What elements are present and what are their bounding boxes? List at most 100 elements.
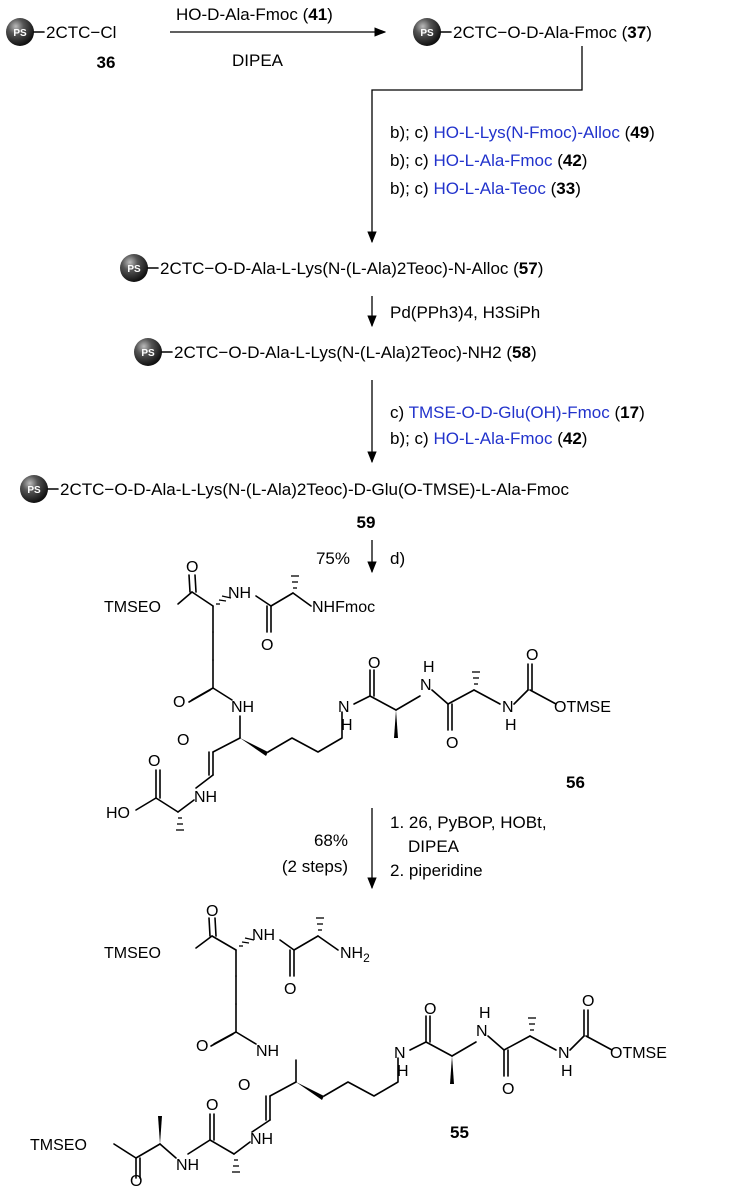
compound-58-label: 2CTC−O-D-Ala-L-Lys(N-(L-Ala)2Teoc)-NH2 [174, 343, 502, 362]
svg-text:H: H [397, 1063, 409, 1080]
resin-bead-icon [20, 475, 48, 503]
step5-label: d) [390, 549, 405, 568]
compound-37: PS 2CTC−O-D-Ala-Fmoc (37) [413, 18, 652, 46]
compound-57: PS 2CTC−O-D-Ala-L-Lys(N-(L-Ala)2Teoc)-N-… [120, 254, 543, 282]
step2-reagent-2: HO-L-Ala-Fmoc [433, 151, 553, 170]
svg-text:O: O [130, 1173, 142, 1189]
svg-text:NH: NH [176, 1157, 199, 1174]
svg-text:N: N [394, 1045, 406, 1062]
svg-text:N: N [558, 1045, 570, 1062]
svg-text:HO-D-Ala-Fmoc (41): HO-D-Ala-Fmoc (41) [176, 5, 333, 24]
svg-text:b); c) HO-L-Ala-Fmoc (42): b); c) HO-L-Ala-Fmoc (42) [390, 429, 587, 448]
compound-56-structure: O TMSEO NH O NHFmoc O NH [104, 559, 611, 831]
compound-57-label: 2CTC−O-D-Ala-L-Lys(N-(L-Ala)2Teoc)-N-All… [160, 259, 509, 278]
compound-55-number: 55 [450, 1123, 469, 1142]
svg-text:2CTC−O-D-Ala-Fmoc (37): 2CTC−O-D-Ala-Fmoc (37) [453, 23, 652, 42]
svg-text:O: O [368, 655, 380, 672]
svg-text:c) TMSE-O-D-Glu(OH)-Fmoc (17): c) TMSE-O-D-Glu(OH)-Fmoc (17) [390, 403, 645, 422]
compound-55-structure: O TMSEO NH O NH2 O NH [30, 903, 667, 1189]
svg-text:O: O [446, 735, 458, 752]
svg-text:O: O [284, 981, 296, 998]
step6-line3: 2. piperidine [390, 861, 483, 880]
svg-text:O: O [173, 694, 185, 711]
compound-36: PS 2CTC−Cl 36 [6, 18, 116, 72]
svg-text:H: H [505, 717, 517, 734]
compound-59: PS 2CTC−O-D-Ala-L-Lys(N-(L-Ala)2Teoc)-D-… [20, 475, 569, 532]
compound-37-number: 37 [627, 23, 646, 42]
step2-reagent-3: HO-L-Ala-Teoc [433, 179, 546, 198]
svg-text:PS: PS [420, 28, 434, 39]
svg-text:O: O [177, 732, 189, 749]
svg-text:O: O [148, 753, 160, 770]
svg-text:O: O [582, 993, 594, 1010]
svg-text:b); c) HO-L-Ala-Teoc (33): b); c) HO-L-Ala-Teoc (33) [390, 179, 581, 198]
svg-text:TMSEO: TMSEO [104, 945, 161, 962]
svg-text:NH: NH [256, 1043, 279, 1060]
resin-bead-icon [6, 18, 34, 46]
step2-reagent-1: HO-L-Lys(N-Fmoc)-Alloc [433, 123, 620, 142]
step4-reagent-1: TMSE-O-D-Glu(OH)-Fmoc [409, 403, 611, 422]
svg-text:O: O [238, 1077, 250, 1094]
svg-text:O: O [261, 637, 273, 654]
svg-text:NH: NH [231, 699, 254, 716]
svg-text:O: O [196, 1038, 208, 1055]
svg-text:2CTC−O-D-Ala-L-Lys(N-(L-Ala)2T: 2CTC−O-D-Ala-L-Lys(N-(L-Ala)2Teoc)-N-All… [160, 259, 543, 278]
svg-text:NH: NH [250, 1131, 273, 1148]
svg-text:NH: NH [194, 789, 217, 806]
compound-58-number: 58 [512, 343, 531, 362]
step1-reagent: HO-D-Ala-Fmoc [176, 5, 298, 24]
svg-text:N: N [502, 699, 514, 716]
compound-59-label: 2CTC−O-D-Ala-L-Lys(N-(L-Ala)2Teoc)-D-Glu… [60, 480, 569, 499]
resin-bead-icon [120, 254, 148, 282]
svg-text:O: O [502, 1081, 514, 1098]
svg-text:PS: PS [127, 264, 141, 275]
svg-text:O: O [206, 903, 218, 920]
compound-59-number: 59 [357, 513, 376, 532]
step6-note: (2 steps) [282, 857, 348, 876]
otmse-label: OTMSE [554, 699, 611, 716]
svg-text:PS: PS [27, 485, 41, 496]
svg-text:2CTC−O-D-Ala-L-Lys(N-(L-Ala)2T: 2CTC−O-D-Ala-L-Lys(N-(L-Ala)2Teoc)-NH2 (… [174, 343, 537, 362]
step1-reagent-number: 41 [308, 5, 327, 24]
step5-yield: 75% [316, 549, 350, 568]
compound-37-label: 2CTC−O-D-Ala-Fmoc [453, 23, 617, 42]
svg-text:N: N [420, 677, 432, 694]
svg-text:H: H [423, 659, 435, 676]
svg-text:b); c) HO-L-Lys(N-Fmoc)-Alloc: b); c) HO-L-Lys(N-Fmoc)-Alloc (49) [390, 123, 655, 142]
step6-line1: 1. 26, PyBOP, HOBt, [390, 813, 547, 832]
compound-36-number: 36 [97, 53, 116, 72]
svg-text:HO: HO [106, 805, 130, 822]
svg-text:O: O [186, 559, 198, 576]
svg-text:O: O [424, 1001, 436, 1018]
svg-text:N: N [476, 1023, 488, 1040]
tmseo-label: TMSEO [104, 599, 161, 616]
hash-bond [216, 595, 232, 605]
step2-conditions: b); c) HO-L-Lys(N-Fmoc)-Alloc (49) b); c… [390, 123, 655, 198]
svg-text:H: H [479, 1005, 491, 1022]
step6-yield: 68% [314, 831, 348, 850]
nhfmoc-label: NHFmoc [312, 599, 375, 616]
svg-text:TMSEO: TMSEO [30, 1137, 87, 1154]
svg-text:OTMSE: OTMSE [610, 1045, 667, 1062]
svg-text:NH: NH [228, 585, 251, 602]
step1-base: DIPEA [232, 51, 284, 70]
resin-bead-icon [413, 18, 441, 46]
svg-text:NH: NH [252, 927, 275, 944]
compound-36-label: 2CTC−Cl [46, 23, 116, 42]
compound-58: PS 2CTC−O-D-Ala-L-Lys(N-(L-Ala)2Teoc)-NH… [134, 338, 537, 366]
resin-bead-icon [134, 338, 162, 366]
svg-text:PS: PS [141, 348, 155, 359]
step3-reagents: Pd(PPh3)4, H3SiPh [390, 303, 540, 322]
svg-text:O: O [526, 647, 538, 664]
step6-line2: DIPEA [408, 837, 460, 856]
svg-text:b); c) HO-L-Ala-Fmoc (42): b); c) HO-L-Ala-Fmoc (42) [390, 151, 587, 170]
svg-text:N: N [338, 699, 350, 716]
svg-text:H: H [341, 717, 353, 734]
step1-arrow-group: HO-D-Ala-Fmoc (41) DIPEA [170, 5, 387, 70]
svg-text:H: H [561, 1063, 573, 1080]
svg-text:O: O [206, 1097, 218, 1114]
compound-57-number: 57 [519, 259, 538, 278]
nh2-label: NH2 [340, 945, 370, 965]
compound-56-number: 56 [566, 773, 585, 792]
